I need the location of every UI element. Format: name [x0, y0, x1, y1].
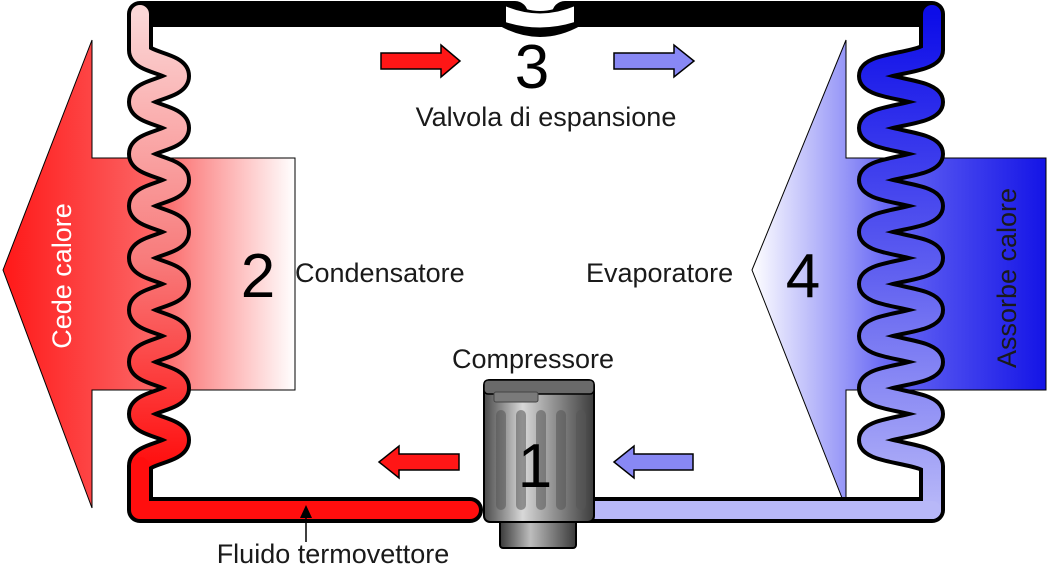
evaporator-label: Evaporatore: [586, 258, 733, 288]
hot-pipe-bottom: [131, 457, 479, 519]
condenser-coil: [131, 5, 187, 475]
stage-number-condenser: 2: [241, 242, 275, 311]
fluid-pointer-arrow: [300, 505, 312, 542]
stage-number-valve: 3: [515, 33, 549, 102]
expansion-valve: [504, 3, 576, 30]
valve-label: Valvola di espansione: [416, 102, 677, 132]
heat-release-label: Cede calore: [47, 203, 77, 349]
flow-arrow-top-right: [613, 43, 696, 79]
fluid-label: Fluido termovettore: [217, 539, 450, 569]
stage-number-compressor: 1: [518, 432, 552, 501]
heat-absorb-label: Assorbe calore: [992, 188, 1022, 368]
evaporator-coil: [861, 5, 941, 519]
condenser-label: Condensatore: [295, 258, 465, 288]
flow-arrow-top-left: [380, 43, 462, 79]
compressor-label: Compressore: [452, 344, 614, 374]
compressor-icon: [483, 379, 595, 549]
flow-arrow-bottom-left: [377, 444, 460, 480]
flow-arrow-bottom-right: [612, 444, 694, 480]
stage-number-evaporator: 4: [786, 242, 820, 311]
